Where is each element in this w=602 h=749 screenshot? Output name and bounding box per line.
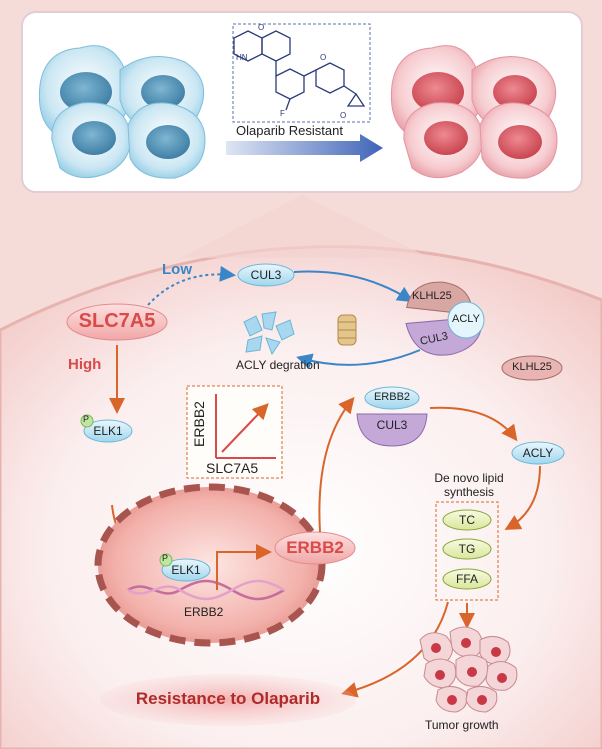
svg-text:F: F	[280, 109, 285, 118]
nuclear-elk1-label: ELK1	[171, 563, 201, 577]
svg-text:O: O	[258, 23, 264, 32]
high-label: High	[68, 356, 102, 373]
lipid-ffa	[442, 568, 492, 590]
complex-acly-label: ACLY	[452, 313, 480, 325]
svg-text:O: O	[340, 111, 346, 120]
acly-right-label: ACLY	[522, 446, 554, 460]
low-label: Low	[162, 261, 192, 278]
resistant-cells-icon	[390, 45, 558, 179]
chart-ylabel: ERBB2	[190, 401, 207, 447]
slc7a5-node	[66, 303, 168, 341]
erbb2-label: ERBB2	[286, 538, 344, 557]
cul3-node	[237, 263, 295, 287]
lipid-tg-label: TG	[458, 542, 476, 556]
lipid-ffa-label: FFA	[455, 572, 478, 586]
svg-text:HN: HN	[236, 53, 248, 62]
nuclear-pelk1-node	[161, 558, 211, 582]
phospho-icon	[80, 414, 94, 428]
nucleus	[94, 483, 326, 647]
sensitive-cells-icon	[38, 45, 206, 179]
elk1-label: ELK1	[93, 424, 123, 438]
chart-xlabel: SLC7A5	[206, 460, 259, 476]
klhl25-label: KLHL25	[412, 290, 452, 302]
acly-node	[511, 441, 565, 465]
olaparib-structure-box	[232, 23, 371, 123]
resistance-label: Resistance to Olaparib	[135, 689, 321, 708]
erbb2-node	[274, 531, 356, 565]
pelk1-node	[83, 419, 133, 443]
lipids-to-resistance-arrow	[341, 601, 449, 698]
correlation-trend-line	[221, 403, 269, 453]
complex-erbb2-label: ERBB2	[373, 391, 411, 403]
svg-text:O: O	[320, 53, 326, 62]
proteasome-icon	[337, 314, 357, 346]
klhl25-free-label: KLHL25	[512, 361, 552, 373]
nuclear-phospho-label: P	[162, 553, 169, 563]
lipid-tg	[442, 538, 492, 560]
transcription-arrow	[216, 544, 272, 590]
erbb2-to-complex-arrow	[318, 396, 355, 533]
acly-fragments-icon	[243, 311, 295, 356]
klhl25-free-node	[501, 355, 563, 381]
dna-icon	[127, 579, 285, 601]
slc7a5-label: SLC7A5	[78, 310, 156, 332]
complex-cul3-lower-label: CUL3	[376, 418, 408, 432]
acly-degradation-label: ACLY degration	[236, 358, 320, 372]
lipid-box	[435, 501, 499, 601]
complex-erbb2-node	[364, 386, 420, 410]
phospho-label: P	[83, 414, 90, 424]
tumor-growth-label: Tumor growth	[425, 718, 499, 732]
complex-to-acly-arrow	[429, 406, 518, 442]
lipid-synthesis-label: De novo lipid synthesis	[434, 471, 504, 499]
acly-to-lipids-arrow	[504, 465, 541, 530]
resistance-arrow	[226, 134, 383, 162]
resistance-glow	[100, 674, 356, 726]
cul3-to-complex-arrow	[293, 270, 414, 303]
olaparib-structure-icon	[233, 30, 366, 111]
klhl25-cul3-acly-complex	[405, 281, 485, 356]
degradation-arrow	[296, 349, 421, 369]
cul3-label: CUL3	[250, 268, 282, 282]
lipid-tc	[442, 509, 492, 531]
drug-caption: Olaparib Resistant	[236, 123, 343, 138]
correlation-chart	[186, 385, 283, 479]
complex-cul3-node	[356, 413, 428, 447]
lipid-tc-label: TC	[459, 513, 475, 527]
erbb2-gene-label: ERBB2	[184, 605, 224, 619]
